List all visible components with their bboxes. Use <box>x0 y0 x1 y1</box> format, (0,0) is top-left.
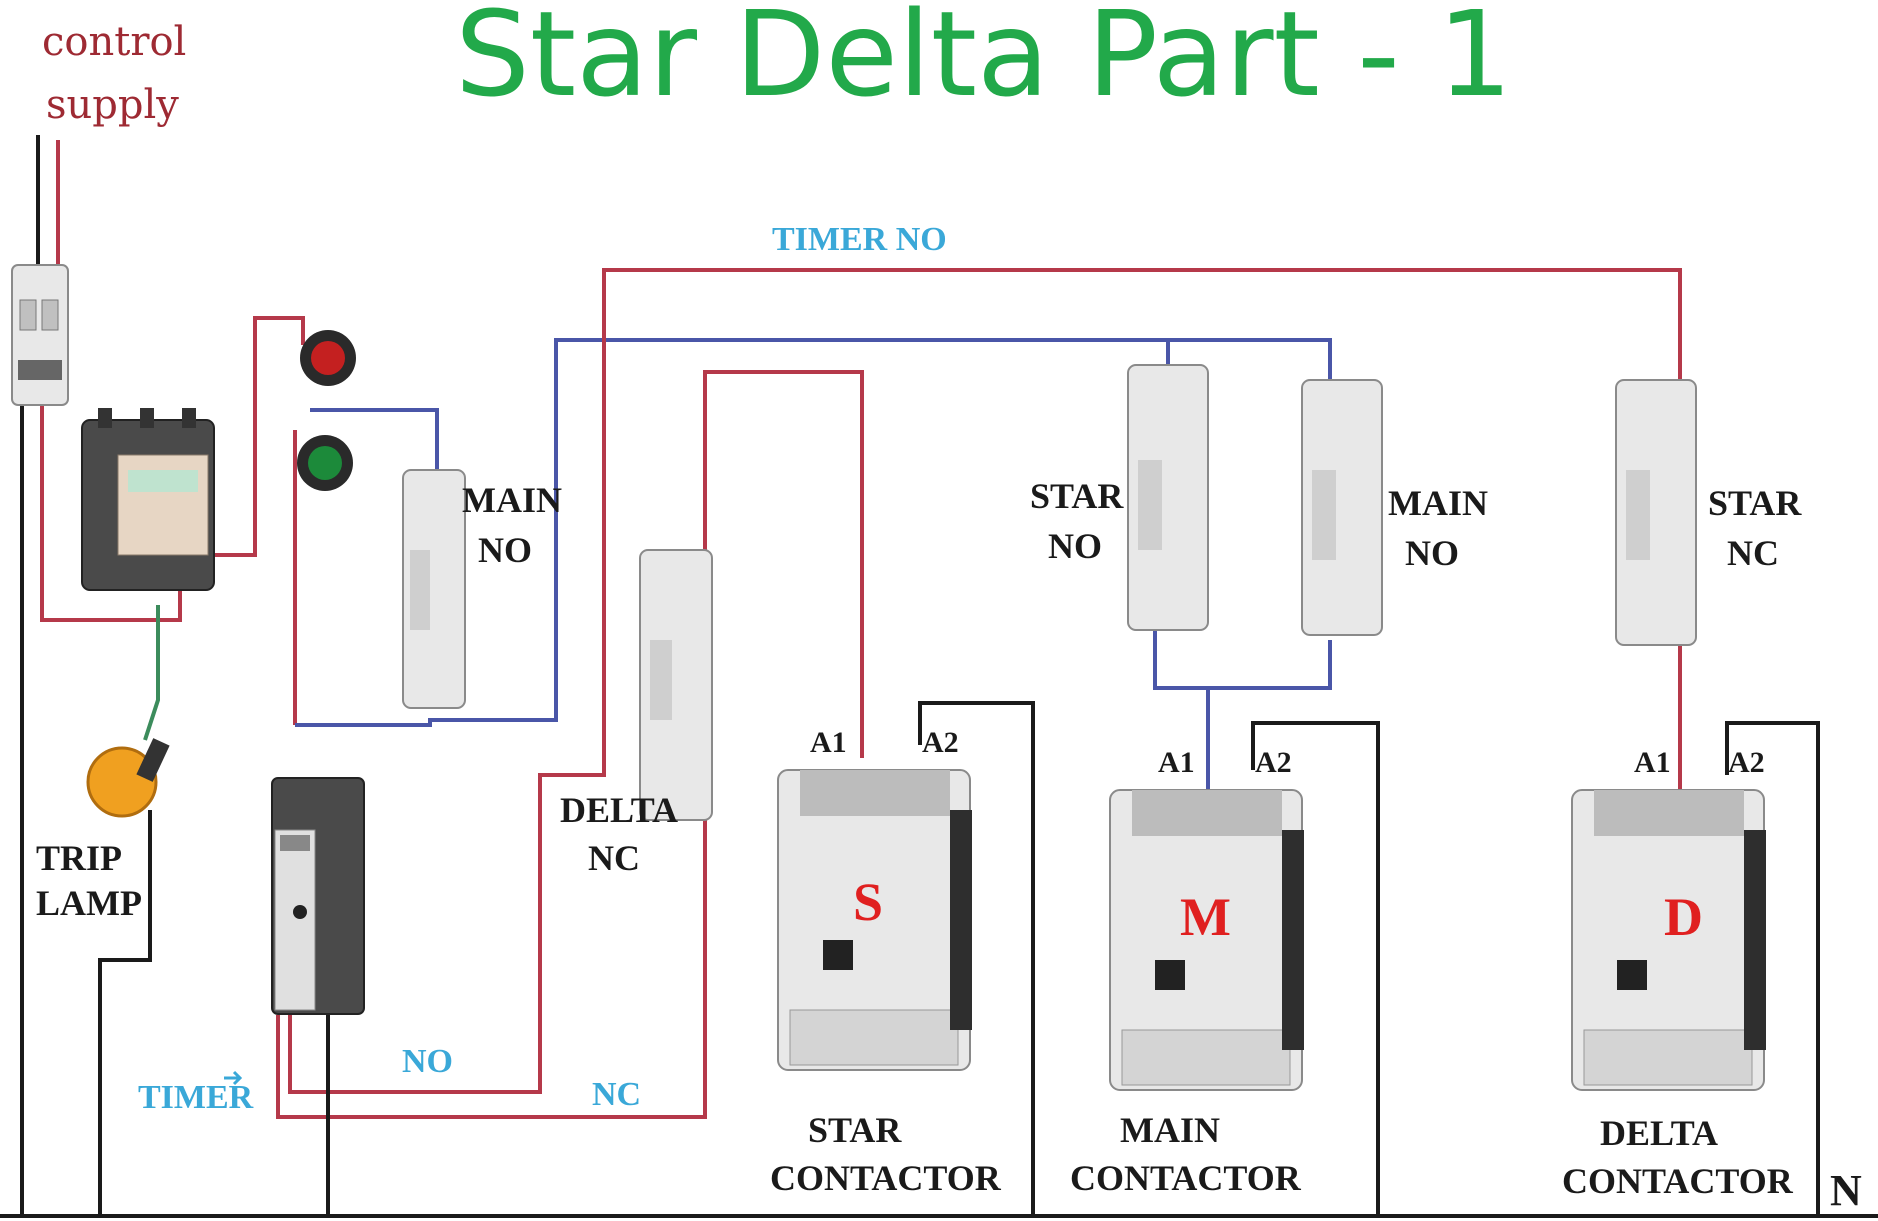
star-contactor-letter: S <box>853 872 883 932</box>
star-no-label-line2: NO <box>1048 526 1102 566</box>
star-nc-label-line2: NC <box>1727 533 1779 573</box>
timer-no-wire <box>288 268 1682 1094</box>
delta-contactor <box>1571 789 1766 1091</box>
main-contactor-letter: M <box>1180 887 1231 947</box>
star-a2-terminal: A2 <box>922 726 959 759</box>
delta-contactor-letter: D <box>1664 887 1703 947</box>
trip-lamp-neutral-wire <box>98 810 152 1215</box>
main-no-contact-1 <box>402 469 466 709</box>
trip-lamp <box>86 738 170 818</box>
main-no-2-top-wire <box>1168 338 1332 385</box>
star-a2-neutral-wire <box>918 701 1035 1215</box>
timer-nc-wire <box>276 370 864 1119</box>
trip-lamp-wire <box>143 605 160 741</box>
star-a1-terminal: A1 <box>810 726 847 759</box>
main-a2-neutral-wire <box>1251 721 1380 1215</box>
star-main-bottom-wire <box>1153 630 1332 690</box>
star-no-label-line1: STAR <box>1030 476 1124 516</box>
main-a1-terminal: A1 <box>1158 746 1195 779</box>
stop-button <box>300 330 356 386</box>
main-no-2-label-line2: NO <box>1405 533 1459 573</box>
diagram-title: Star Delta Part - 1 <box>455 0 1512 123</box>
control-supply-label-line1: control <box>42 19 186 65</box>
timer-no-wire-label: TIMER NO <box>772 221 947 258</box>
star-contactor <box>777 769 972 1071</box>
timer-relay <box>271 777 365 1015</box>
star-contactor-label-line2: CONTACTOR <box>770 1158 1002 1198</box>
star-nc-contact <box>1615 379 1697 646</box>
main-no-contact-2 <box>1301 379 1383 636</box>
overload-relay <box>81 408 215 591</box>
main-a2-terminal: A2 <box>1255 746 1292 779</box>
delta-nc-label-line2: NC <box>588 838 640 878</box>
mcb-breaker <box>11 264 69 406</box>
delta-a1-terminal: A1 <box>1634 746 1671 779</box>
start-button <box>297 435 353 491</box>
wires <box>0 135 1878 1218</box>
no-wire-label: NO <box>402 1043 453 1080</box>
main-contactor-label-line2: CONTACTOR <box>1070 1158 1302 1198</box>
overload-to-stop-wire <box>200 316 305 557</box>
timer-label: TIMER <box>138 1079 254 1116</box>
delta-nc-label-line1: DELTA <box>560 790 678 830</box>
trip-lamp-label-line2: LAMP <box>36 883 142 923</box>
delta-contactor-label-line2: CONTACTOR <box>1562 1161 1794 1201</box>
star-contactor-label-line1: STAR <box>808 1110 902 1150</box>
delta-a2-terminal: A2 <box>1728 746 1765 779</box>
timer-arrow-icon <box>224 1070 243 1086</box>
neutral-label: N <box>1830 1166 1862 1215</box>
star-nc-label-line1: STAR <box>1708 483 1802 523</box>
delta-contactor-label-line1: DELTA <box>1600 1113 1718 1153</box>
trip-lamp-label-line1: TRIP <box>36 838 122 878</box>
main-no-2-label-line1: MAIN <box>1388 483 1488 523</box>
star-no-contact <box>1127 364 1209 631</box>
main-no-1-label-line2: NO <box>478 530 532 570</box>
nc-wire-label: NC <box>592 1076 641 1113</box>
main-hold-wire <box>295 338 1330 727</box>
control-supply-label-line2: supply <box>46 82 179 128</box>
delta-nc-contact <box>639 549 713 821</box>
delta-a2-neutral-wire <box>1725 721 1820 1215</box>
main-no-1-label-line1: MAIN <box>462 480 562 520</box>
main-contactor-label-line1: MAIN <box>1120 1110 1220 1150</box>
main-contactor <box>1109 789 1304 1091</box>
